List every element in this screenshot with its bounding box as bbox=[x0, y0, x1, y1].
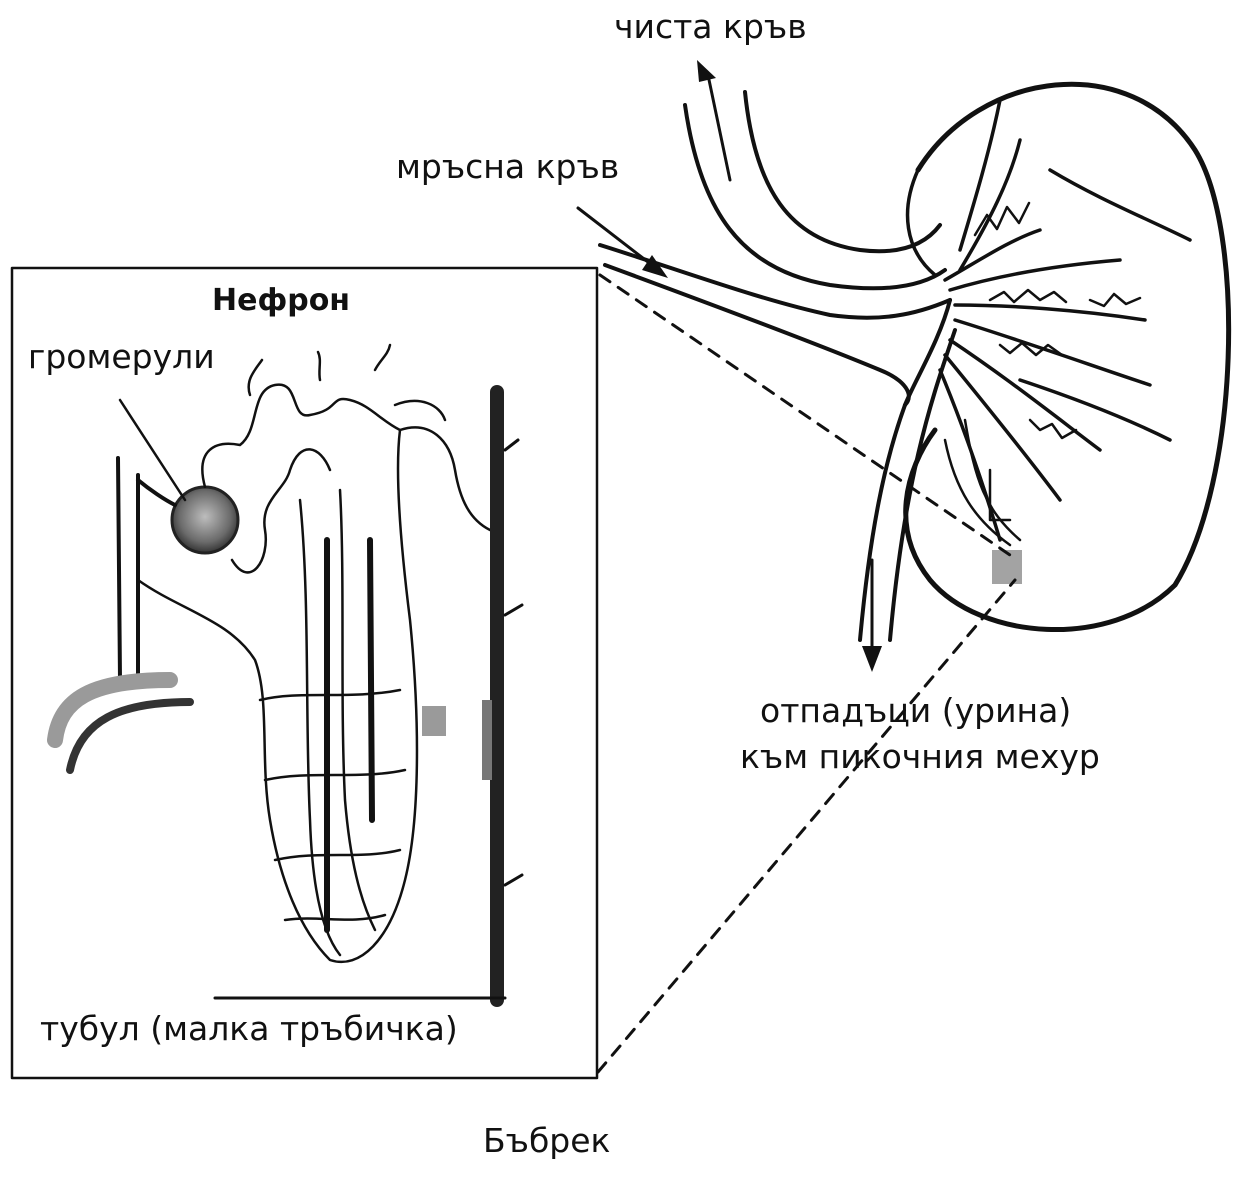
nephron-left-vessels bbox=[118, 458, 175, 680]
dirty-blood-label: мръсна кръв bbox=[396, 148, 619, 186]
clean-blood-arrow bbox=[697, 60, 730, 180]
glomeruli-label: громерули bbox=[28, 338, 215, 376]
renal-vein-clean bbox=[685, 92, 945, 288]
nephron-box bbox=[12, 268, 597, 1078]
collecting-duct-curve bbox=[55, 680, 190, 770]
waste-label-line1: отпадъци (урина) bbox=[760, 692, 1071, 730]
waste-label-line2: към пикочния мехур bbox=[740, 738, 1100, 776]
clean-blood-label: чиста кръв bbox=[614, 8, 807, 46]
zoom-dashed-lines bbox=[598, 275, 1015, 1072]
kidney-caption: Бъбрек bbox=[483, 1122, 611, 1160]
nephron-title: Нефрон bbox=[212, 283, 350, 318]
kidney-nephron-location bbox=[945, 420, 1022, 584]
loop-of-henle bbox=[327, 540, 372, 930]
kidney-calyces-zigzag bbox=[975, 203, 1140, 438]
tubule-network bbox=[138, 345, 490, 962]
collecting-duct-right bbox=[422, 392, 522, 1000]
tubule-label: тубул (малка тръбичка) bbox=[40, 1010, 458, 1048]
glomeruli-pointer bbox=[120, 400, 185, 500]
